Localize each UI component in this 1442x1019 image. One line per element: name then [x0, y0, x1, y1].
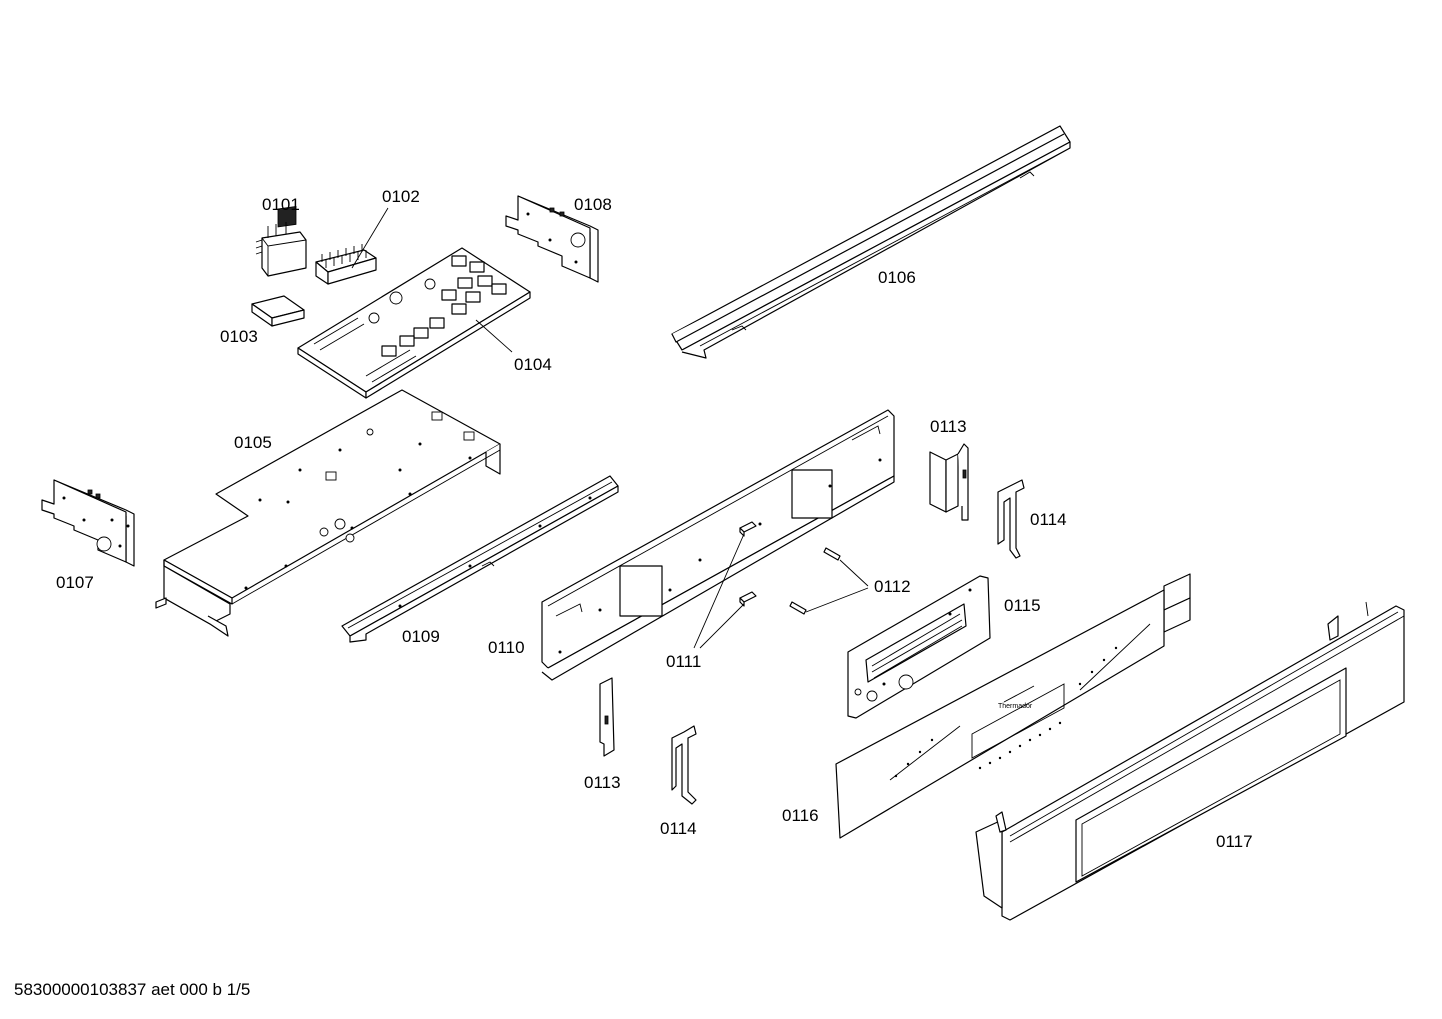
- part-0102-connector: [315, 244, 377, 285]
- part-0115-display-board: [847, 575, 991, 719]
- part-0117-door-trim: [975, 601, 1405, 921]
- label-part-0115: 0115: [1004, 596, 1041, 615]
- label-part-0107: 0107: [56, 573, 94, 592]
- part-0113-lower-bracket: [599, 677, 615, 757]
- part-0108-side-bracket: [505, 195, 599, 283]
- label-part-0108: 0108: [574, 195, 612, 214]
- part-0107-side-bracket: [41, 479, 135, 567]
- label-part-0102: 0102: [382, 187, 420, 206]
- label-part-0114-lower: 0114: [660, 819, 697, 838]
- part-0101-transformer: [255, 205, 307, 277]
- panel-brand-text: Thermador: [998, 703, 1033, 710]
- part-0114-upper-bracket: [997, 479, 1025, 559]
- part-0109-angle-rail: [341, 475, 619, 643]
- part-0105-base-plate: [155, 389, 501, 637]
- label-part-0101: 0101: [262, 195, 300, 214]
- part-0113-upper-bracket: [929, 443, 969, 521]
- part-0104-control-board: [297, 247, 531, 399]
- part-0111-clips: [693, 521, 757, 649]
- label-part-0117: 0117: [1216, 832, 1253, 851]
- label-part-0116: 0116: [782, 806, 819, 825]
- part-0114-lower-bracket: [671, 725, 697, 805]
- label-part-0111: 0111: [666, 652, 701, 671]
- label-part-0105: 0105: [234, 433, 272, 452]
- label-part-0104: 0104: [514, 355, 552, 374]
- label-part-0113-upper: 0113: [930, 417, 967, 436]
- part-0112-pins: [789, 547, 869, 615]
- label-part-0106: 0106: [878, 268, 916, 287]
- leader-0104: [475, 319, 513, 353]
- label-part-0112: 0112: [874, 577, 911, 596]
- label-part-0109: 0109: [402, 627, 440, 646]
- label-part-0103: 0103: [220, 327, 258, 346]
- label-part-0113-lower: 0113: [584, 773, 621, 792]
- part-0103-pad: [251, 295, 305, 327]
- label-part-0110: 0110: [488, 638, 525, 657]
- document-code: 58300000103837 aet 000 b 1/5: [14, 980, 251, 999]
- label-part-0114-upper: 0114: [1030, 510, 1067, 529]
- part-0116-control-panel: Thermador: [835, 573, 1191, 839]
- leader-0102: [351, 207, 389, 269]
- part-0106-channel: [671, 125, 1071, 359]
- part-0110-frame: [541, 409, 895, 681]
